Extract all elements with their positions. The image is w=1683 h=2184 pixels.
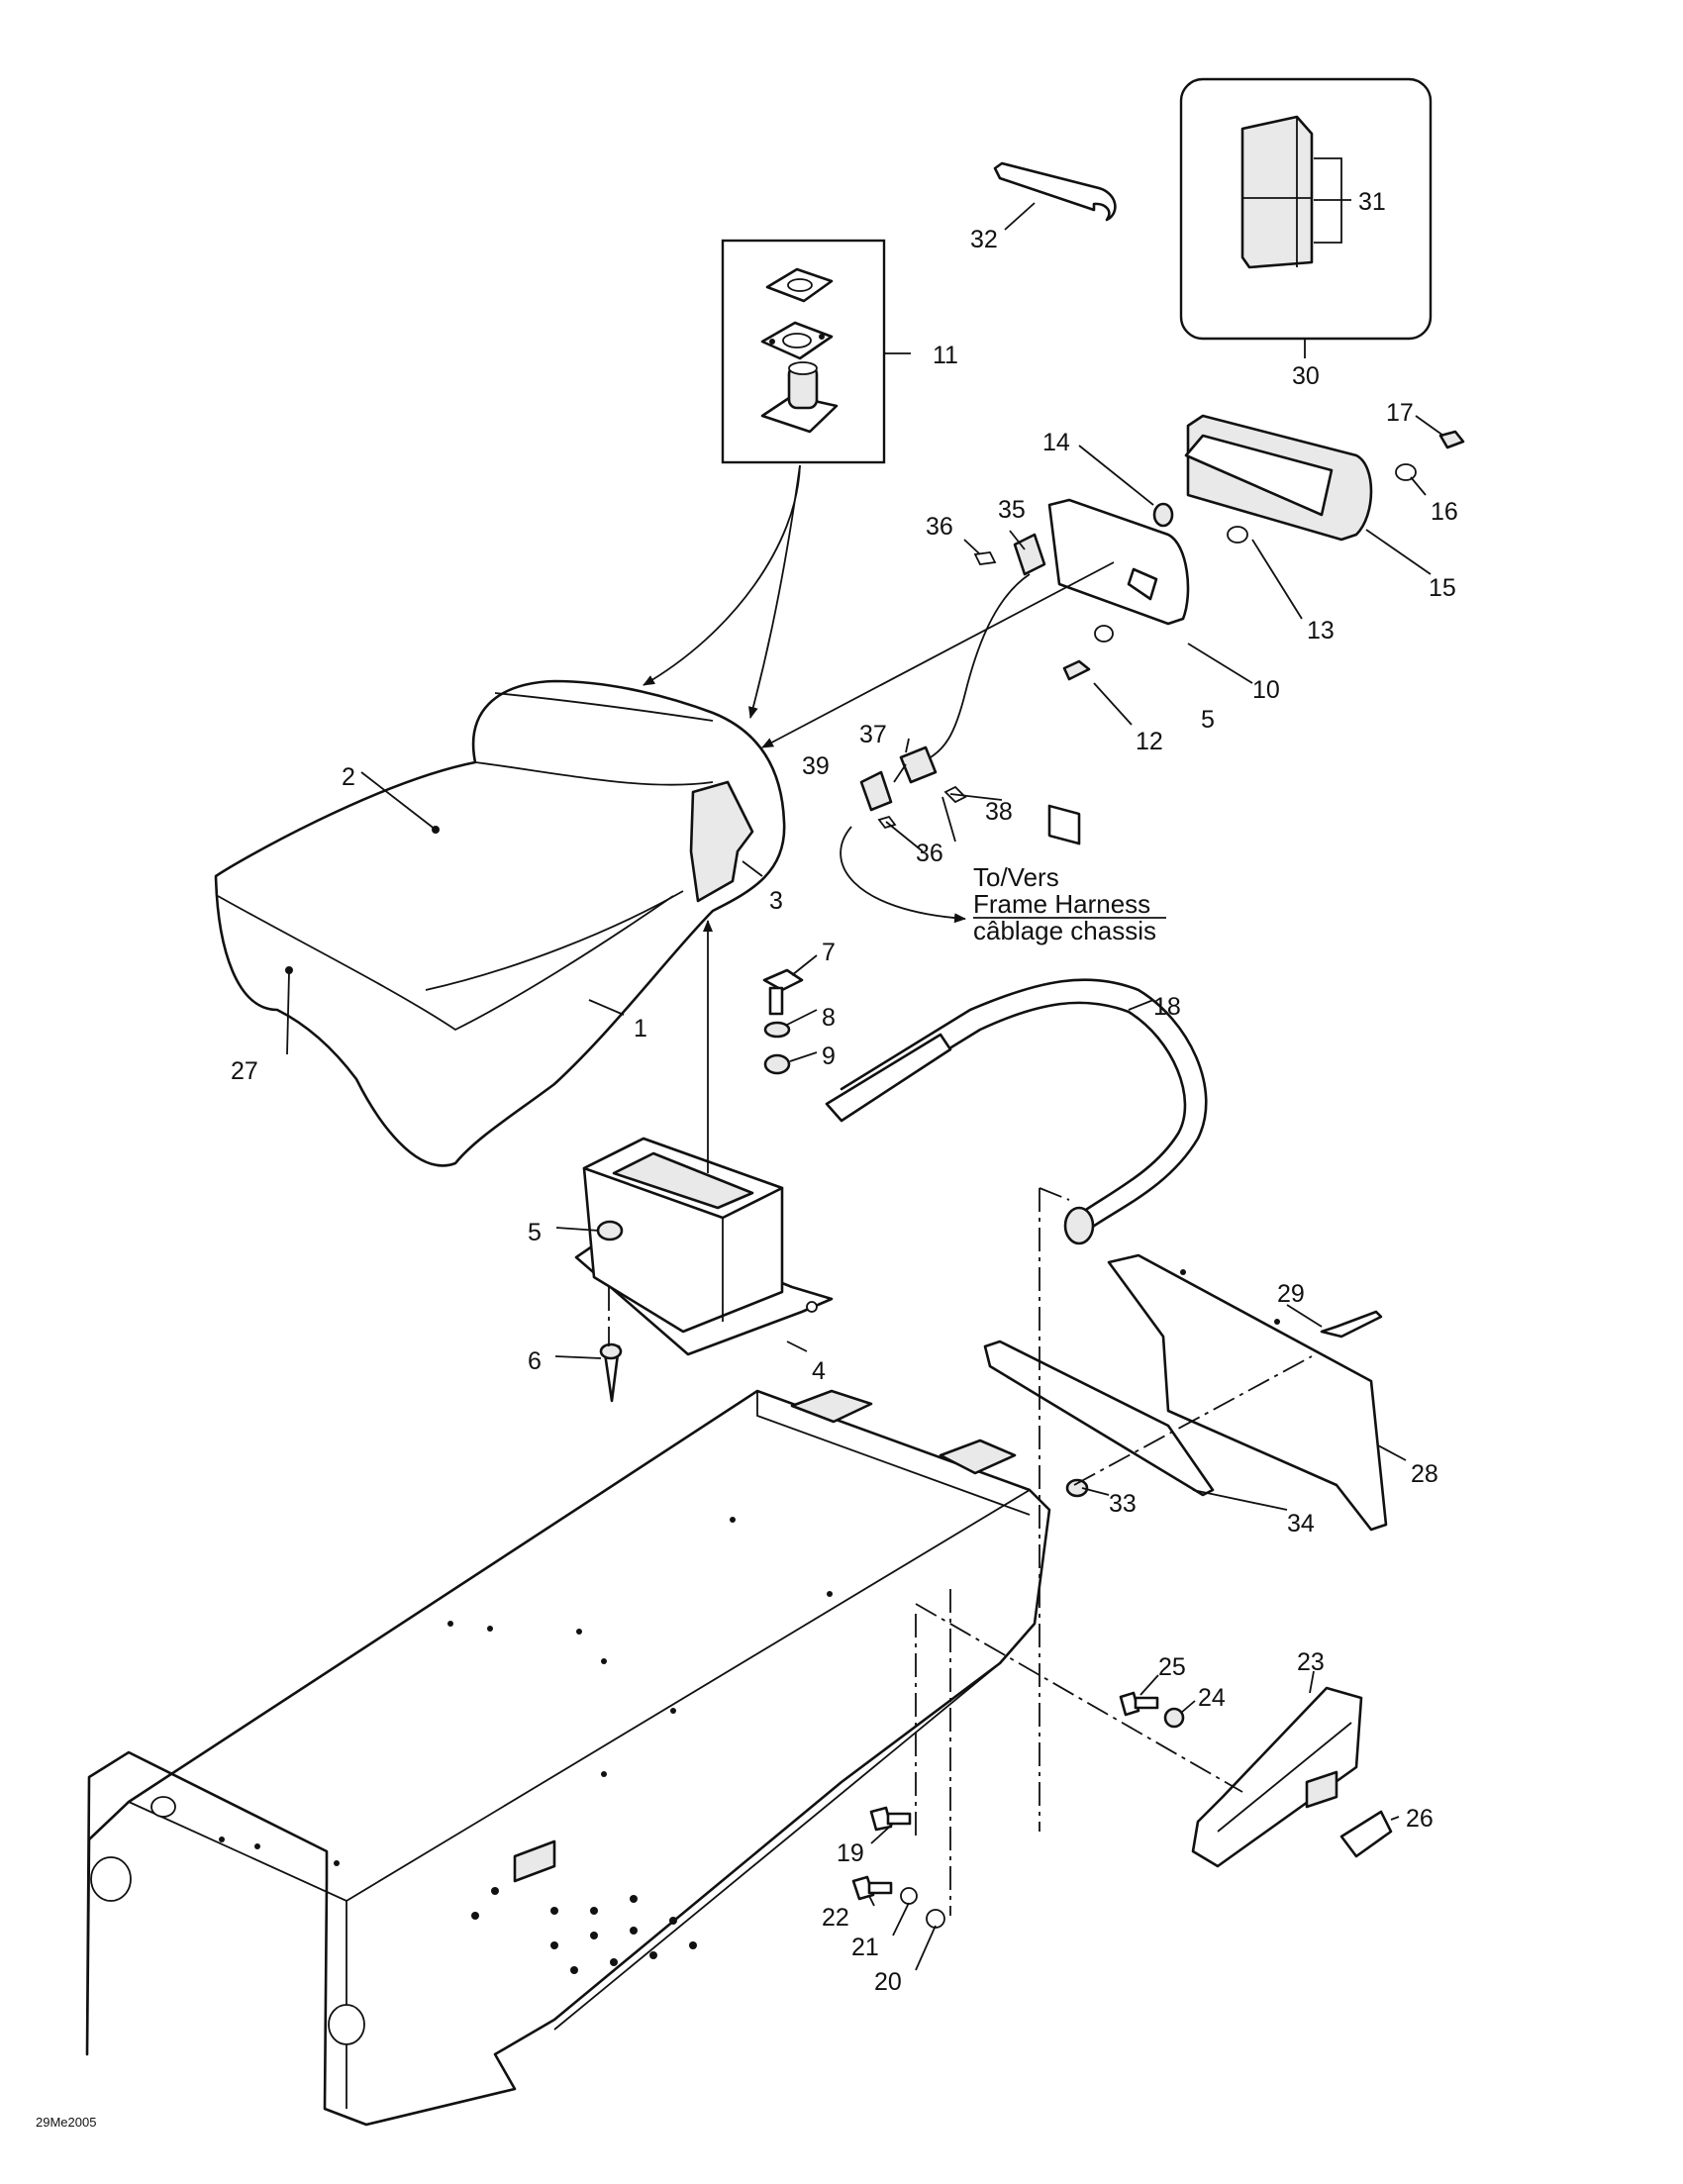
callout-15: 15 xyxy=(1429,574,1456,602)
spanner-wrench-part xyxy=(993,161,1117,222)
assembly-arrows xyxy=(643,464,1115,1173)
callout-36-upper: 36 xyxy=(926,513,953,541)
mudflap-bracket-part xyxy=(983,1253,1388,1532)
callout-37: 37 xyxy=(859,721,887,748)
callout-38: 38 xyxy=(985,798,1013,826)
callout-12: 12 xyxy=(1136,728,1163,755)
storage-box-part xyxy=(574,1137,834,1356)
alignment-lines xyxy=(608,1187,1313,1916)
callout-16: 16 xyxy=(1431,498,1458,526)
callout-9: 9 xyxy=(822,1042,836,1070)
callout-24: 24 xyxy=(1198,1684,1226,1712)
callout-23: 23 xyxy=(1297,1648,1325,1676)
callout-2: 2 xyxy=(342,763,355,791)
seat-part xyxy=(214,679,786,1167)
callout-6: 6 xyxy=(528,1347,542,1375)
callout-3: 3 xyxy=(769,887,783,915)
leader-lines xyxy=(286,157,1444,1971)
callout-39: 39 xyxy=(802,752,830,780)
callout-7: 7 xyxy=(822,939,836,966)
callout-22: 22 xyxy=(822,1904,849,1932)
callout-26: 26 xyxy=(1406,1805,1434,1833)
callout-25: 25 xyxy=(1158,1653,1186,1681)
tunnel-frame-part xyxy=(85,1389,1051,2127)
callout-33: 33 xyxy=(1109,1490,1137,1518)
callout-13: 13 xyxy=(1307,617,1335,645)
harness-note: To/Vers Frame Harness câblage chassis xyxy=(973,862,1166,945)
callout-36-lower: 36 xyxy=(916,840,943,867)
callout-5-upper: 5 xyxy=(1201,706,1215,734)
callout-11: 11 xyxy=(933,342,958,369)
rear-cover-part xyxy=(1191,1686,1393,1868)
wiring-harness-part xyxy=(859,533,1046,830)
callout-1: 1 xyxy=(634,1015,647,1042)
callout-32: 32 xyxy=(970,226,998,253)
callout-4: 4 xyxy=(812,1357,826,1385)
callout-31: 31 xyxy=(1358,188,1386,216)
callout-20: 20 xyxy=(874,1968,902,1996)
tail-light-part xyxy=(1047,414,1465,845)
lens-inset xyxy=(1179,77,1433,341)
callout-8: 8 xyxy=(822,1004,836,1032)
callout-29: 29 xyxy=(1277,1280,1305,1308)
callout-34: 34 xyxy=(1287,1510,1315,1538)
harness-note-line-3: câblage chassis xyxy=(973,916,1156,945)
harness-note-line-2: Frame Harness xyxy=(973,889,1150,919)
callout-5-lower: 5 xyxy=(528,1219,542,1246)
callout-labels: 1 2 3 4 5 5 6 7 8 9 10 11 12 13 14 15 16… xyxy=(231,188,1458,1996)
drawing-code: 29Me2005 xyxy=(36,2115,96,2130)
callout-27: 27 xyxy=(231,1057,258,1085)
callout-28: 28 xyxy=(1411,1460,1438,1488)
callout-14: 14 xyxy=(1042,429,1070,456)
callout-30: 30 xyxy=(1292,362,1320,390)
callout-35: 35 xyxy=(998,496,1026,524)
latch-kit-inset xyxy=(721,239,886,464)
callout-19: 19 xyxy=(837,1839,864,1867)
callout-10: 10 xyxy=(1252,676,1280,704)
callout-21: 21 xyxy=(851,1934,879,1961)
callout-17: 17 xyxy=(1386,399,1414,427)
callout-18: 18 xyxy=(1153,993,1181,1021)
harness-note-line-1: To/Vers xyxy=(973,862,1059,892)
grab-handle-part xyxy=(825,978,1208,1245)
